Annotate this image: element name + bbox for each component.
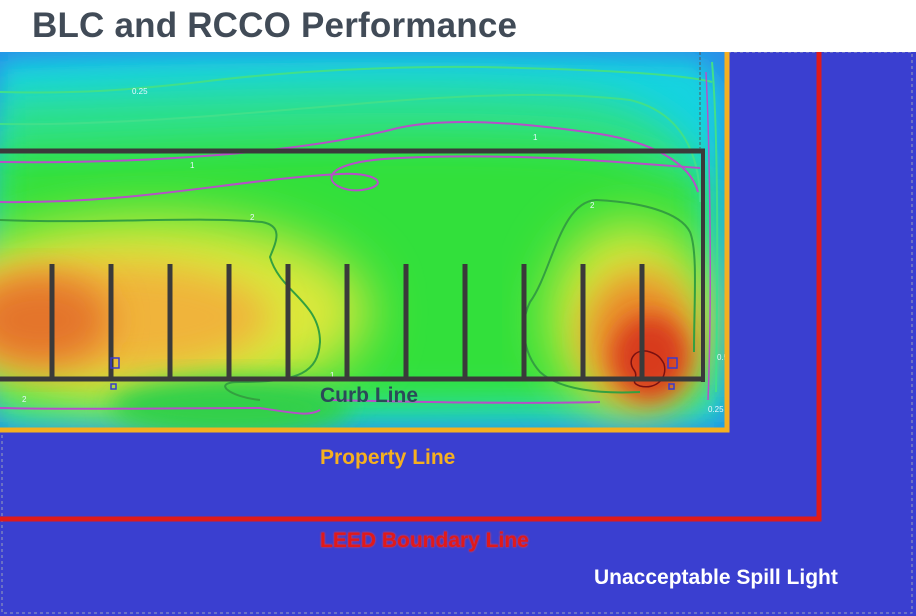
isoline-tags: 0.25 1 1 1 2 2 2 0.5 0.25 [22, 87, 729, 414]
photometric-plot: 0.25 1 1 1 2 2 2 0.5 0.25 [0, 52, 916, 616]
isoline-tag: 0.25 [708, 405, 724, 414]
parking-stalls [49, 264, 645, 379]
isoline-0-5 [0, 93, 701, 203]
isoline-2-right-b [595, 199, 696, 353]
spill-light-label: Unacceptable Spill Light [594, 566, 838, 589]
property-line-label: Property Line [320, 446, 456, 469]
isoline-1-lower [0, 155, 701, 204]
curb-line-label: Curb Line [320, 384, 418, 407]
isoline-tag: 0.25 [132, 87, 148, 96]
isoline-tag: 2 [590, 201, 595, 210]
property-line [0, 52, 730, 433]
isoline-tag: 0.5 [717, 353, 729, 362]
isoline-1-bottom [0, 406, 321, 415]
isoline-1-right [705, 71, 711, 401]
isoline-tag: 2 [250, 213, 255, 222]
leed-boundary-line [0, 52, 822, 522]
isoline-peak [630, 350, 666, 388]
pole-base-icon [668, 383, 675, 390]
isoline-0-25 [0, 65, 713, 94]
page-border [1, 52, 913, 614]
pole-fixture-icon [110, 357, 120, 369]
isoline-tag: 1 [330, 371, 335, 380]
isoline-1-bottom-right [329, 399, 601, 404]
pole-fixture-icon [667, 357, 678, 369]
slide-title: BLC and RCCO Performance [32, 6, 518, 45]
pole-base-icon [110, 383, 117, 390]
isoline-tag: 1 [190, 161, 195, 170]
isoline-1-upper [0, 120, 699, 193]
heat-field [0, 52, 728, 432]
isoline-tag: 2 [22, 395, 27, 404]
leed-boundary-line-label: LEED Boundary Line [320, 529, 529, 552]
isoline-0-25-right [711, 61, 719, 393]
illuminance-map: 0.25 1 1 1 2 2 2 0.5 0.25 [0, 52, 916, 616]
isoline-tag: 1 [533, 133, 538, 142]
